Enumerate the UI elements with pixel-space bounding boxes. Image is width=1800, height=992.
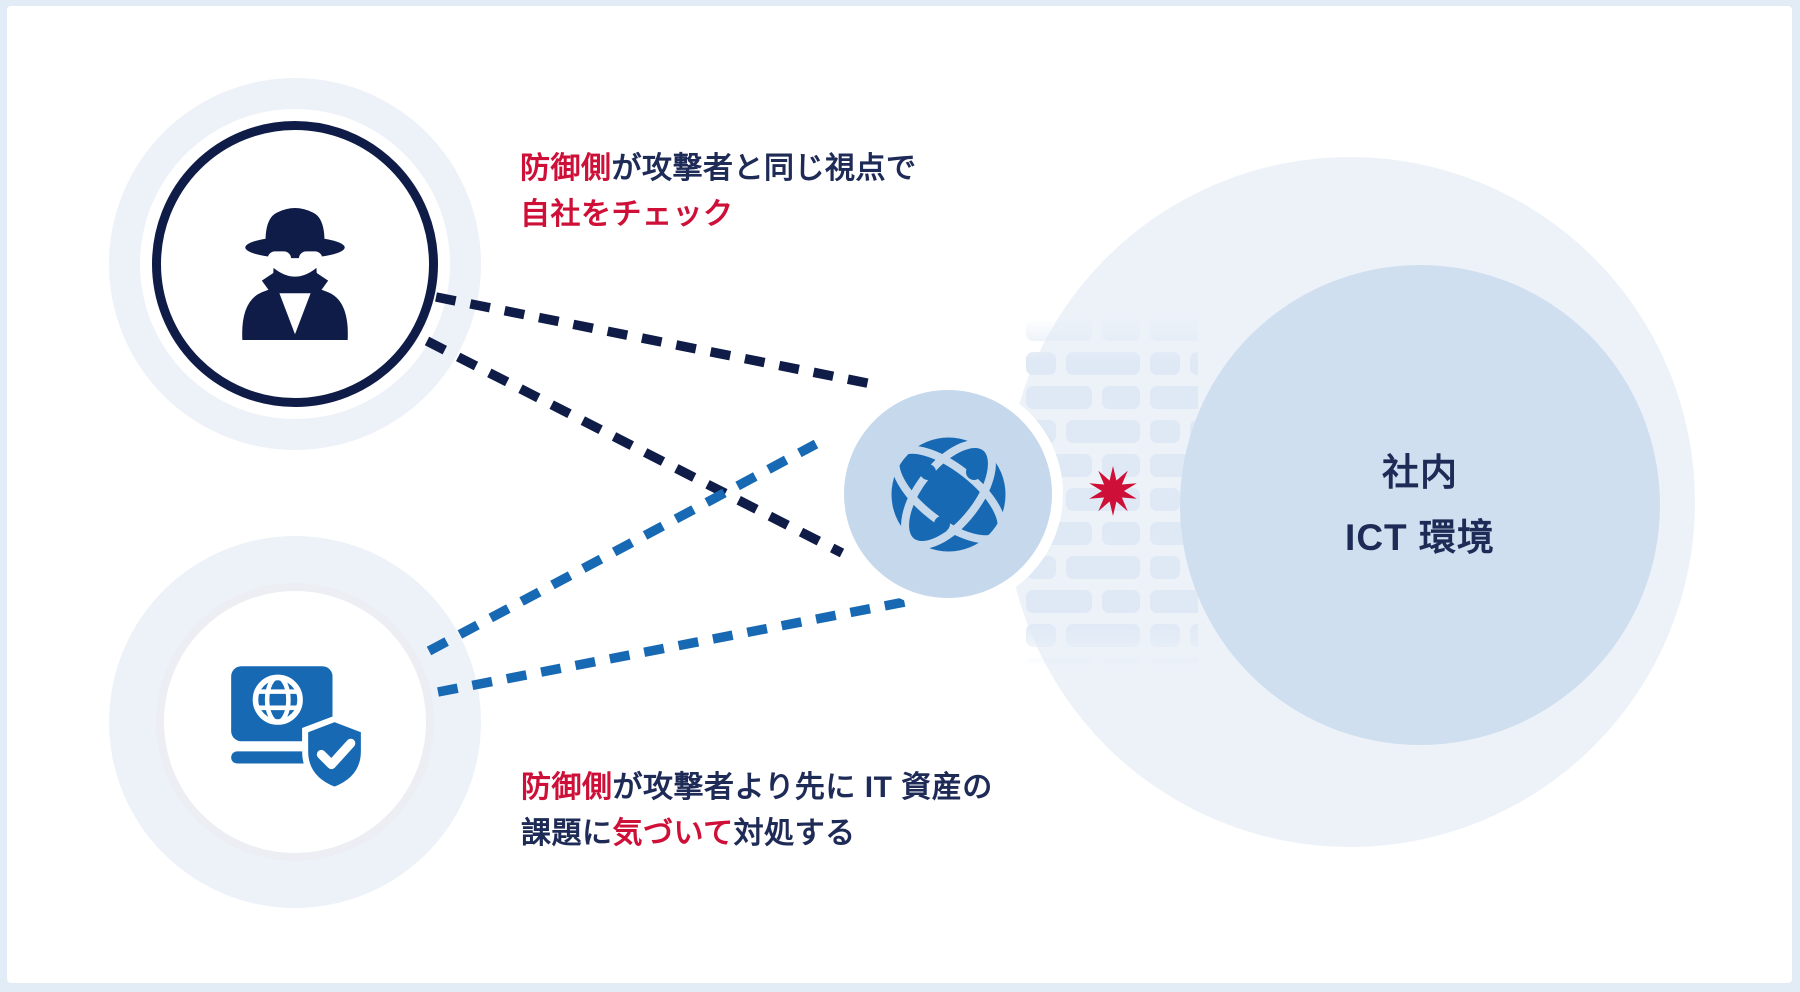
annotation-top-line2-red: 自社をチェック — [520, 198, 734, 231]
annotation-top-line2: 自社をチェック — [520, 192, 917, 238]
annotation-bottom-line1: 防御側が攻撃者より先に IT 資産の — [521, 765, 993, 811]
annotation-bottom-line2-navy-a: 課題に — [521, 817, 613, 850]
annotation-attacker-view: 防御側が攻撃者と同じ視点で 自社をチェック — [520, 146, 917, 238]
annotation-bottom-line2-navy-b: 対処する — [733, 817, 856, 850]
annotation-bottom-line2-red: 気づいて — [612, 817, 734, 850]
internet-node — [844, 390, 1052, 598]
annotation-defender-action: 防御側が攻撃者より先に IT 資産の 課題に気づいて対処する — [521, 765, 993, 857]
globe-network-icon — [890, 437, 1006, 551]
ict-environment-node: 社内 ICT 環境 — [1180, 265, 1660, 745]
attacker-node — [152, 121, 438, 407]
annotation-bottom-red: 防御側 — [521, 771, 613, 804]
annotation-top-navy: が攻撃者と同じ視点で — [611, 152, 917, 185]
spy-icon — [242, 207, 348, 341]
ict-label-line1: 社内 — [1382, 452, 1458, 493]
defender-node — [156, 583, 434, 861]
annotation-top-red: 防御側 — [520, 152, 612, 185]
burst-star-icon — [1089, 466, 1137, 516]
annotation-bottom-line2: 課題に気づいて対処する — [521, 811, 993, 857]
browser-shield-icon — [231, 666, 367, 794]
ict-label-line2: ICT 環境 — [1345, 517, 1495, 558]
annotation-bottom-navy: が攻撃者より先に IT 資産の — [612, 771, 993, 804]
annotation-top-line1: 防御側が攻撃者と同じ視点で — [520, 146, 917, 192]
